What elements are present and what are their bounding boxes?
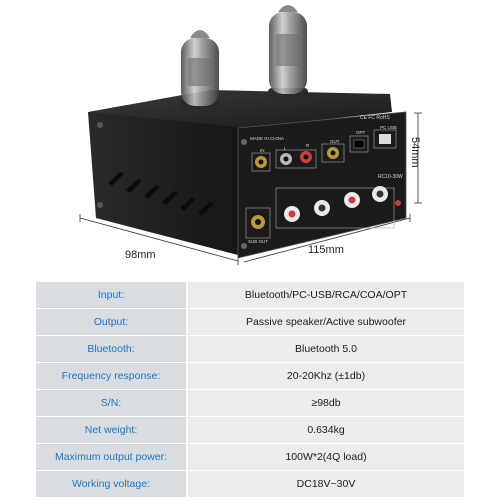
depth-dimension: 98mm: [125, 249, 156, 261]
spec-value: 20-20Khz (±1db): [186, 362, 464, 390]
model-label: RC10-30W: [378, 174, 403, 180]
opt-label: OPT: [356, 130, 366, 135]
usb-label: PC USB: [380, 125, 397, 130]
spec-value: 100W*2(4Q load): [186, 443, 464, 471]
vacuum-tube-right: [268, 5, 308, 98]
width-dimension: 115mm: [308, 244, 344, 256]
spec-label: S/N:: [36, 389, 187, 417]
vacuum-tube-left: [180, 30, 220, 110]
spec-label: Net weight:: [36, 416, 187, 444]
input-l-label: L: [284, 146, 287, 151]
sub-out-jack: [245, 207, 271, 239]
spec-label: Output:: [36, 308, 187, 336]
spec-label: Maximum output power:: [36, 443, 187, 471]
sub-out-label: SUB OUT: [248, 239, 268, 244]
spec-label: Bluetooth:: [36, 335, 187, 363]
spec-value: Bluetooth 5.0: [186, 335, 464, 363]
spec-value: ≥98db: [186, 389, 464, 417]
spec-label: Input:: [36, 282, 187, 309]
table-row: Bluetooth: Bluetooth 5.0: [36, 335, 464, 363]
speaker-terminals: [275, 186, 401, 229]
product-photo: MADE IN CHINA CE FC RoHS IN L R OUT OPT …: [79, 5, 422, 265]
cert-marks: CE FC RoHS: [360, 115, 390, 121]
input-r-label: R: [306, 143, 310, 148]
spec-table: Input: Bluetooth/PC-USB/RCA/COA/OPT Outp…: [36, 282, 464, 498]
height-dimension: 54mm: [409, 137, 421, 168]
spec-value: Passive speaker/Active subwoofer: [186, 308, 464, 336]
table-row: Input: Bluetooth/PC-USB/RCA/COA/OPT: [36, 282, 464, 309]
table-row: Maximum output power: 100W*2(4Q load): [36, 443, 464, 471]
spec-label: Frequency response:: [36, 362, 187, 390]
optical-port: [349, 135, 369, 153]
made-in-label: MADE IN CHINA: [250, 136, 284, 141]
spec-value: Bluetooth/PC-USB/RCA/COA/OPT: [186, 282, 464, 309]
spec-value: DC18V~30V: [186, 470, 464, 498]
table-row: Working voltage: DC18V~30V: [36, 470, 464, 498]
table-row: Frequency response: 20-20Khz (±1db): [36, 362, 464, 390]
spec-value: 0.634kg: [186, 416, 464, 444]
rca-jacks: [251, 143, 345, 172]
output-label: OUT: [330, 139, 340, 144]
amplifier-body: [88, 90, 407, 259]
usb-port: [373, 129, 397, 149]
table-row: Net weight: 0.634kg: [36, 416, 464, 444]
table-row: Output: Passive speaker/Active subwoofer: [36, 308, 464, 336]
spec-label: Working voltage:: [36, 470, 187, 498]
dimension-lines: [79, 112, 422, 265]
input-label: IN: [260, 148, 265, 153]
table-row: S/N: ≥98db: [36, 389, 464, 417]
